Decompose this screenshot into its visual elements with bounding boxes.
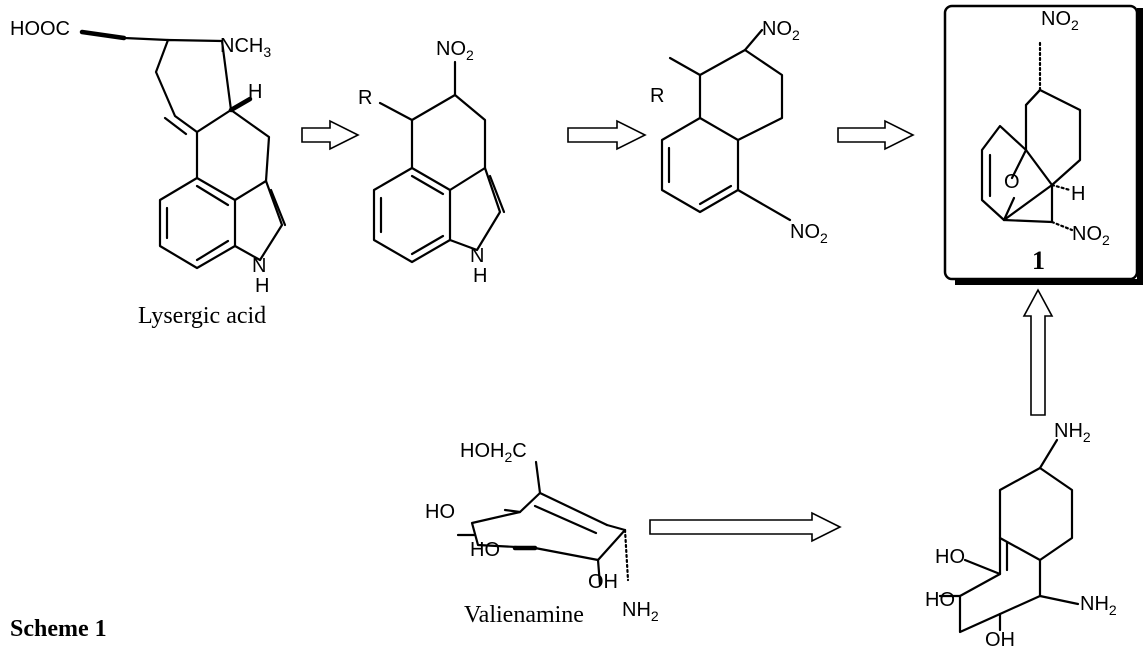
label-h-stereo: H <box>248 81 262 103</box>
lysergic-c-ring <box>195 108 271 183</box>
label-nch3: NCH3 <box>220 35 271 60</box>
lysergic-pyrrole-ring <box>233 179 284 262</box>
label-valienamine-hoh2c: HOH2C <box>460 440 527 465</box>
label-product-ho1: HO <box>935 546 965 568</box>
label-c1-no2-bottom: NO2 <box>1072 223 1110 248</box>
label-c1-h: H <box>1071 183 1085 205</box>
aminocyclitol-product-structure: NH2 HO HO NH2 OH <box>925 420 1117 649</box>
label-product-nh2-top: NH2 <box>1054 420 1091 445</box>
label-product-oh: OH <box>985 629 1015 649</box>
label-valienamine-nh2: NH2 <box>622 599 659 624</box>
lysergic-wedge-bond <box>79 29 127 41</box>
retro-arrow-4 <box>649 511 842 543</box>
label-product-ho2: HO <box>925 589 955 611</box>
label-c1-o: O <box>1004 171 1020 193</box>
label-valienamine-ho2: HO <box>470 539 500 561</box>
label-hooc: HOOC <box>10 18 70 40</box>
label-product-nh2-right: NH2 <box>1080 593 1117 618</box>
retro-arrow-2 <box>567 119 647 151</box>
retro-arrow-up <box>1022 288 1054 416</box>
intermediate-1-structure: NO2 R N H <box>358 38 506 287</box>
label-inter1-r: R <box>358 87 372 109</box>
label-inter1-n: N <box>470 245 484 267</box>
label-valienamine-ho1: HO <box>425 501 455 523</box>
intermediate-2-structure: NO2 R NO2 <box>650 18 828 246</box>
retro-arrow-3 <box>837 119 915 151</box>
label-inter2-r: R <box>650 85 664 107</box>
compound-1-structure: NO2 O H NO2 1 <box>980 8 1110 275</box>
label-inter2-no2-top: NO2 <box>762 18 800 43</box>
lysergic-acid-structure: HOOC NCH3 H N H Lysergic acid <box>10 18 287 329</box>
label-inter2-no2-bottom: NO2 <box>790 221 828 246</box>
retro-arrow-1 <box>301 119 360 151</box>
compound-number: 1 <box>1032 246 1045 275</box>
valienamine-caption: Valienamine <box>464 602 584 628</box>
valienamine-structure: HOH2C HO HO OH NH2 Valienamine <box>425 440 659 628</box>
label-indole-n: N <box>252 255 266 277</box>
lysergic-acid-caption: Lysergic acid <box>138 303 266 329</box>
compound-1-box <box>943 4 1143 285</box>
label-valienamine-oh: OH <box>588 571 618 593</box>
label-inter1-no2: NO2 <box>436 38 474 63</box>
lysergic-aromatic-ring <box>158 176 237 270</box>
label-c1-no2-top: NO2 <box>1041 8 1079 33</box>
label-indole-h: H <box>255 275 269 297</box>
label-inter1-h: H <box>473 265 487 287</box>
scheme-title: Scheme 1 <box>10 616 107 642</box>
